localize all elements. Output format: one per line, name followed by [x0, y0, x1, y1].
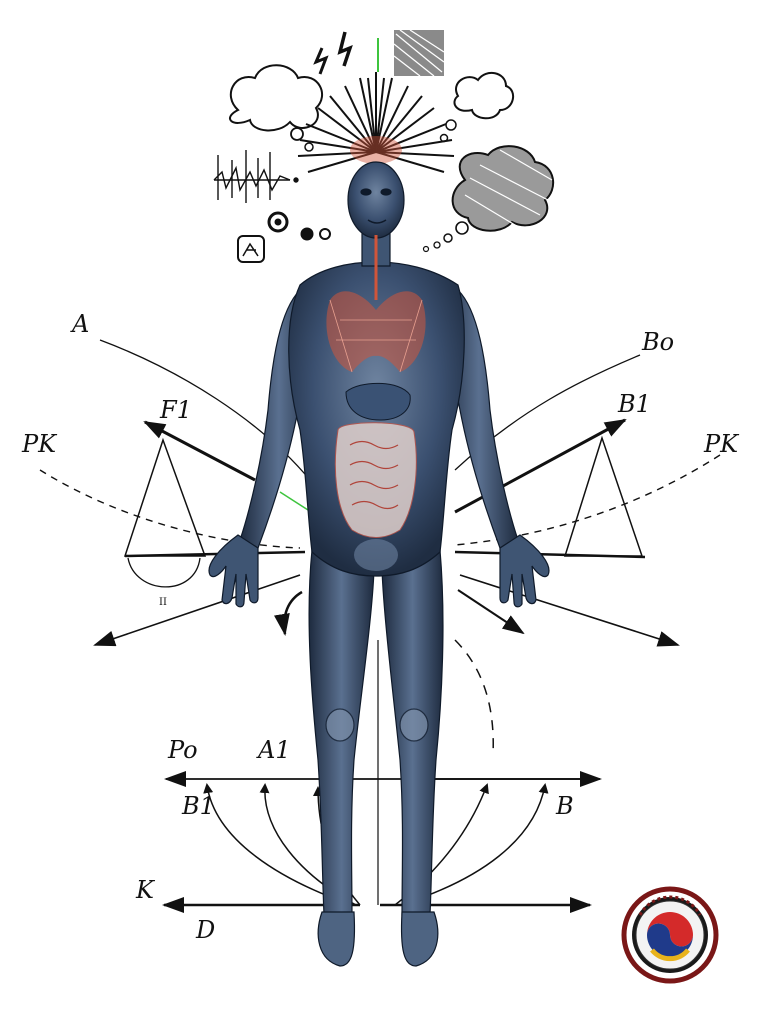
lightning-icon-2 [313, 47, 329, 75]
label-d: D [196, 916, 216, 944]
label-f1: F1 [160, 396, 192, 424]
dashed-arc-right [454, 454, 721, 546]
arrow-curl [273, 590, 303, 636]
intestines [334, 422, 417, 538]
arrow-lower-left [93, 574, 301, 647]
label-b0: Bo [642, 328, 675, 356]
cloud-textured-hatch [464, 149, 553, 229]
lightning-icon-1 [337, 31, 353, 67]
bubble-small-3 [445, 119, 457, 131]
bubble-small-7 [433, 241, 441, 249]
triangle-right [563, 435, 644, 557]
bubble-small-2 [304, 142, 314, 152]
lungs [326, 291, 426, 372]
boxed-doodle-icon [237, 235, 265, 263]
label-k: K [136, 876, 154, 904]
stomach [345, 382, 411, 421]
right-hand [499, 534, 550, 608]
gear-center [274, 218, 282, 226]
head-rays [297, 72, 455, 173]
pelvis [354, 539, 398, 571]
dot-icon-1 [300, 227, 314, 241]
waveform-icon [213, 150, 299, 203]
baseline-left [124, 550, 306, 558]
cloud-left-icon [229, 64, 323, 132]
noise-square-hatch [393, 29, 445, 77]
left-eye [360, 188, 372, 196]
left-hand [208, 534, 259, 608]
arrow-lower-right [459, 574, 680, 647]
label-b-right: B [556, 792, 574, 820]
right-knee [399, 708, 429, 742]
curve-a [99, 339, 311, 481]
label-b-left: B1 [182, 792, 215, 820]
label-small-mark: II [159, 597, 167, 608]
ribcage-lines [329, 299, 423, 373]
arrow-f1 [143, 420, 256, 482]
head-glow [350, 136, 402, 164]
gear-icon [267, 211, 289, 233]
label-p0: Po [168, 736, 198, 764]
arc-left-under [127, 557, 201, 588]
left-knee [325, 708, 355, 742]
arrow-mid-right [457, 589, 525, 635]
bubble-small-1 [290, 127, 304, 141]
right-eye [380, 188, 392, 196]
green-tick-mid [279, 491, 309, 511]
label-b1: B1 [618, 390, 651, 418]
baseline-right [454, 550, 646, 559]
intestine-coils [349, 440, 399, 510]
bubble-small-5 [455, 221, 469, 235]
bubble-small-6 [443, 233, 453, 243]
right-foot [400, 911, 439, 967]
left-foot [317, 911, 356, 967]
seal-logo [621, 886, 719, 984]
label-a1: A1 [258, 736, 291, 764]
cloud-right-icon [453, 71, 515, 120]
thought-doodles [213, 29, 555, 263]
bubble-small-8 [422, 245, 430, 253]
label-pk-right: PK [704, 430, 739, 458]
dashed-curve-right [454, 639, 494, 756]
dot-icon-2 [319, 228, 331, 240]
head [347, 161, 405, 239]
triangle-left [123, 437, 207, 557]
organs [326, 235, 426, 571]
label-a: A [72, 310, 90, 338]
cloud-textured-icon [451, 145, 555, 232]
mouth [367, 219, 387, 224]
boxed-doodle-mark [242, 242, 259, 257]
label-pk-left: PK [22, 430, 57, 458]
